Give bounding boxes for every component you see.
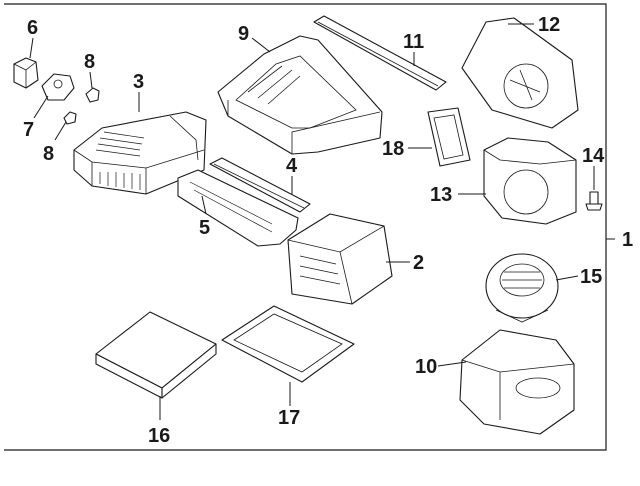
part-10-blower-housing (459, 329, 575, 435)
part-16-cabin-filter (95, 311, 217, 399)
part-12-blower-upper-case (461, 17, 579, 129)
callout-9: 9 (238, 23, 249, 45)
callout-12: 12 (538, 14, 560, 36)
callout-3: 3 (133, 71, 144, 93)
part-11-seal-strip (313, 15, 447, 91)
callout-1: 1 (622, 229, 633, 251)
callout-16: 16 (148, 425, 170, 447)
callout-4: 4 (286, 155, 298, 177)
assembly-bracket (4, 3, 615, 451)
callout-15: 15 (580, 266, 602, 288)
part-6-actuator (13, 57, 39, 89)
part-15-blower-motor (485, 253, 559, 323)
part-5-duct (177, 169, 299, 247)
part-7-motor (41, 73, 75, 101)
part-3-heater-case (73, 111, 207, 195)
callout-13: 13 (430, 184, 452, 206)
part-17-filter-seal (221, 305, 355, 383)
part-8-clip-lower (63, 111, 77, 125)
part-8-clip-upper (85, 87, 100, 103)
callout-17: 17 (278, 407, 300, 429)
callout-14: 14 (582, 145, 605, 167)
callout-labels: 6 7 8 8 3 9 11 12 18 13 14 4 5 2 15 10 1… (23, 14, 633, 447)
callout-6: 6 (27, 17, 38, 39)
callout-11: 11 (403, 31, 424, 53)
callout-10: 10 (415, 356, 437, 378)
callout-8-upper: 8 (84, 51, 95, 73)
part-4-duct-seal (209, 157, 311, 213)
part-9-evaporator-case (217, 35, 383, 155)
leader-lines (29, 23, 595, 420)
callout-5: 5 (199, 217, 210, 239)
part-18-gasket (427, 107, 471, 167)
callout-18: 18 (382, 138, 404, 160)
part-2-heater-core (287, 213, 393, 305)
callout-8-lower: 8 (43, 143, 54, 165)
callout-7: 7 (23, 119, 34, 141)
callout-2: 2 (413, 252, 424, 274)
part-13-blower-lower-case (483, 137, 577, 225)
part-14-bolt (585, 191, 603, 211)
